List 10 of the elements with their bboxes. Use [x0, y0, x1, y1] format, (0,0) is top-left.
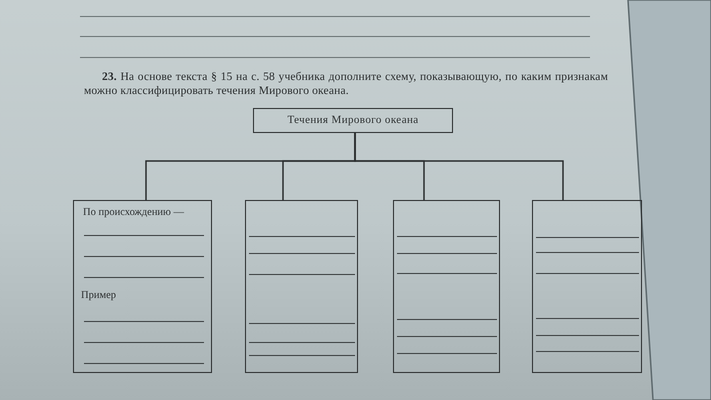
root-box: [253, 108, 453, 133]
blank-category-box: [532, 200, 642, 373]
category-box: [73, 200, 212, 373]
example-label: Пример: [81, 290, 116, 302]
heading-text: Течения Мирового океана: [287, 114, 419, 126]
connector-line: [354, 133, 564, 200]
blank-category-box: [393, 200, 500, 373]
task-text: 23. На основе текста § 15 на с. 58 учебника дополните схему, показывающую, по каким признакам можно классифицировать течения Мирового океана.: [84, 70, 608, 98]
blank-category-box: [245, 200, 358, 373]
category-label: По происхождению —: [83, 207, 184, 219]
